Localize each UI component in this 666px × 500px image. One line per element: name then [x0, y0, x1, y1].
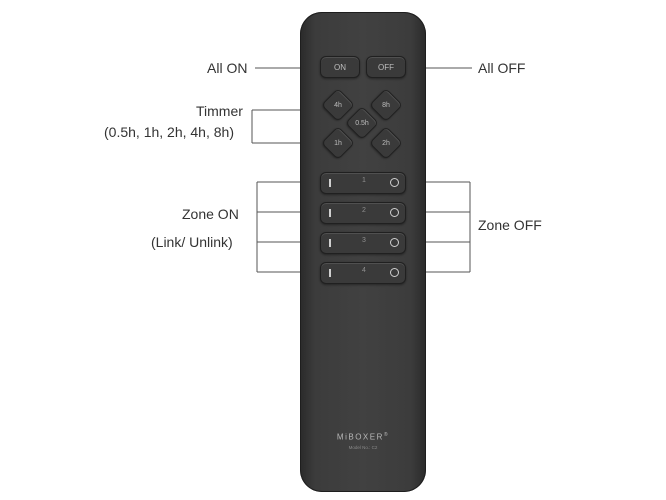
timer-2h-label: 2h — [382, 139, 390, 147]
all-on-callout: All ON — [207, 60, 248, 76]
all-on-button[interactable]: ON — [320, 56, 360, 78]
timer-callout-title: Timmer — [196, 103, 243, 119]
zone-1-button[interactable]: 1 — [320, 172, 406, 194]
all-off-button[interactable]: OFF — [366, 56, 406, 78]
brand-name: MiBOXER — [336, 432, 384, 442]
zone-off-icon[interactable] — [390, 208, 399, 217]
zone-off-icon[interactable] — [390, 238, 399, 247]
brand-logo: MiBOXER® — [300, 432, 426, 442]
zone-on-icon[interactable] — [329, 179, 331, 187]
zone-on-icon[interactable] — [329, 239, 331, 247]
zone-off-callout: Zone OFF — [478, 217, 542, 233]
zone-on-note: (Link/ Unlink) — [151, 234, 233, 250]
all-off-callout: All OFF — [478, 60, 526, 76]
zone-number: 4 — [362, 267, 366, 274]
timer-1h-label: 1h — [334, 139, 342, 147]
zone-off-icon[interactable] — [390, 178, 399, 187]
timer-0-5h-label: 0.5h — [355, 119, 369, 127]
zone-number: 2 — [362, 207, 366, 214]
zone-4-button[interactable]: 4 — [320, 262, 406, 284]
brand-registered-mark: ® — [383, 432, 390, 438]
timer-4h-label: 4h — [334, 101, 342, 109]
timer-callout-values: (0.5h, 1h, 2h, 4h, 8h) — [104, 124, 234, 140]
zone-number: 1 — [362, 177, 366, 184]
zone-on-callout: Zone ON — [182, 206, 239, 222]
zone-on-icon[interactable] — [329, 209, 331, 217]
timer-8h-label: 8h — [382, 101, 390, 109]
zone-off-icon[interactable] — [390, 268, 399, 277]
model-number: Model No.: C2 — [348, 445, 378, 450]
zone-number: 3 — [362, 237, 366, 244]
zone-2-button[interactable]: 2 — [320, 202, 406, 224]
zone-3-button[interactable]: 3 — [320, 232, 406, 254]
zone-on-icon[interactable] — [329, 269, 331, 277]
